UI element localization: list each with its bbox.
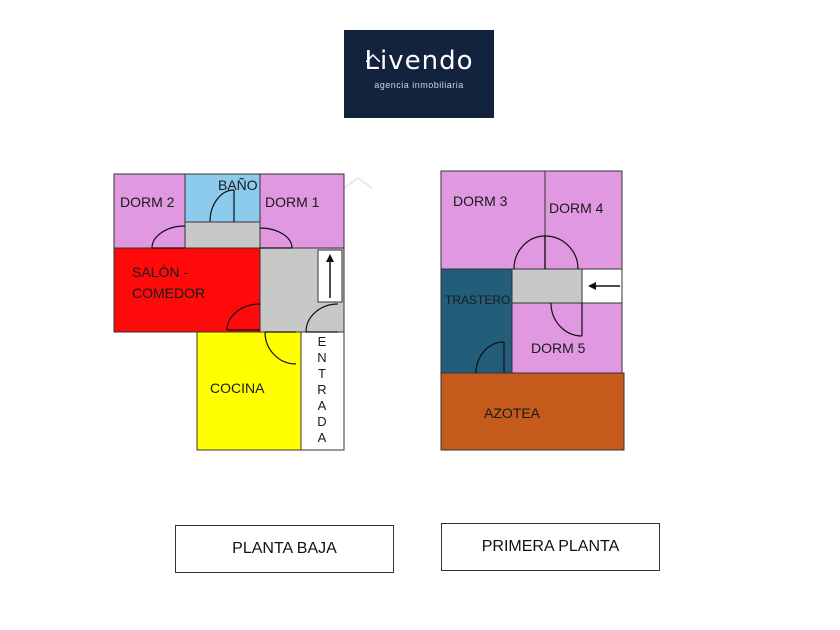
room-bathroom: [184, 173, 261, 223]
room-dorm-1: [259, 173, 345, 249]
logo-tagline: agencia inmobiliaria: [374, 80, 464, 90]
door-swings-ground: [151, 189, 339, 365]
room-terrace: [440, 372, 625, 451]
room-living-dining: [113, 247, 261, 333]
stair-arrow-up-icon: [326, 254, 334, 262]
label-dorm-5: DORM 5: [531, 340, 586, 356]
agency-logo: Livendo agencia inmobiliaria: [344, 30, 494, 118]
entrance-corridor: [300, 331, 345, 451]
label-dorm-2: DORM 2: [120, 194, 175, 210]
room-storage: [440, 268, 513, 374]
room-dorm-2: [113, 173, 186, 249]
stair-arrow-left-icon: [588, 282, 596, 290]
label-storage: TRASTERO: [445, 293, 510, 307]
first-floor-plan: DORM 3 DORM 4 TRASTERO DORM 5 AZOTEA: [440, 170, 625, 451]
ground-floor-plan: DORM 2 BAÑO DORM 1 SALÓN - COMEDOR COCIN…: [113, 173, 345, 451]
first-floor-title: PRIMERA PLANTA: [441, 523, 660, 571]
label-living-line-1: SALÓN -: [132, 264, 188, 280]
logo-watermark: [343, 176, 373, 189]
house-roof-icon: [366, 54, 380, 62]
label-terrace: AZOTEA: [484, 405, 541, 421]
room-dorm-4: [544, 170, 623, 270]
label-dorm-1: DORM 1: [265, 194, 320, 210]
label-bathroom: BAÑO: [218, 177, 258, 193]
hallway-upper: [184, 221, 261, 249]
label-living-line-2: COMEDOR: [132, 285, 205, 301]
label-kitchen: COCINA: [210, 380, 265, 396]
room-dorm-3: [440, 170, 546, 270]
room-kitchen: [196, 331, 302, 451]
room-dorm-5: [511, 302, 623, 374]
ground-floor-title: PLANTA BAJA: [175, 525, 394, 573]
door-swings-first: [475, 235, 583, 374]
hallway-first: [511, 268, 583, 304]
logo-name: Livendo: [364, 46, 474, 76]
label-dorm-3: DORM 3: [453, 193, 508, 209]
label-dorm-4: DORM 4: [549, 200, 604, 216]
